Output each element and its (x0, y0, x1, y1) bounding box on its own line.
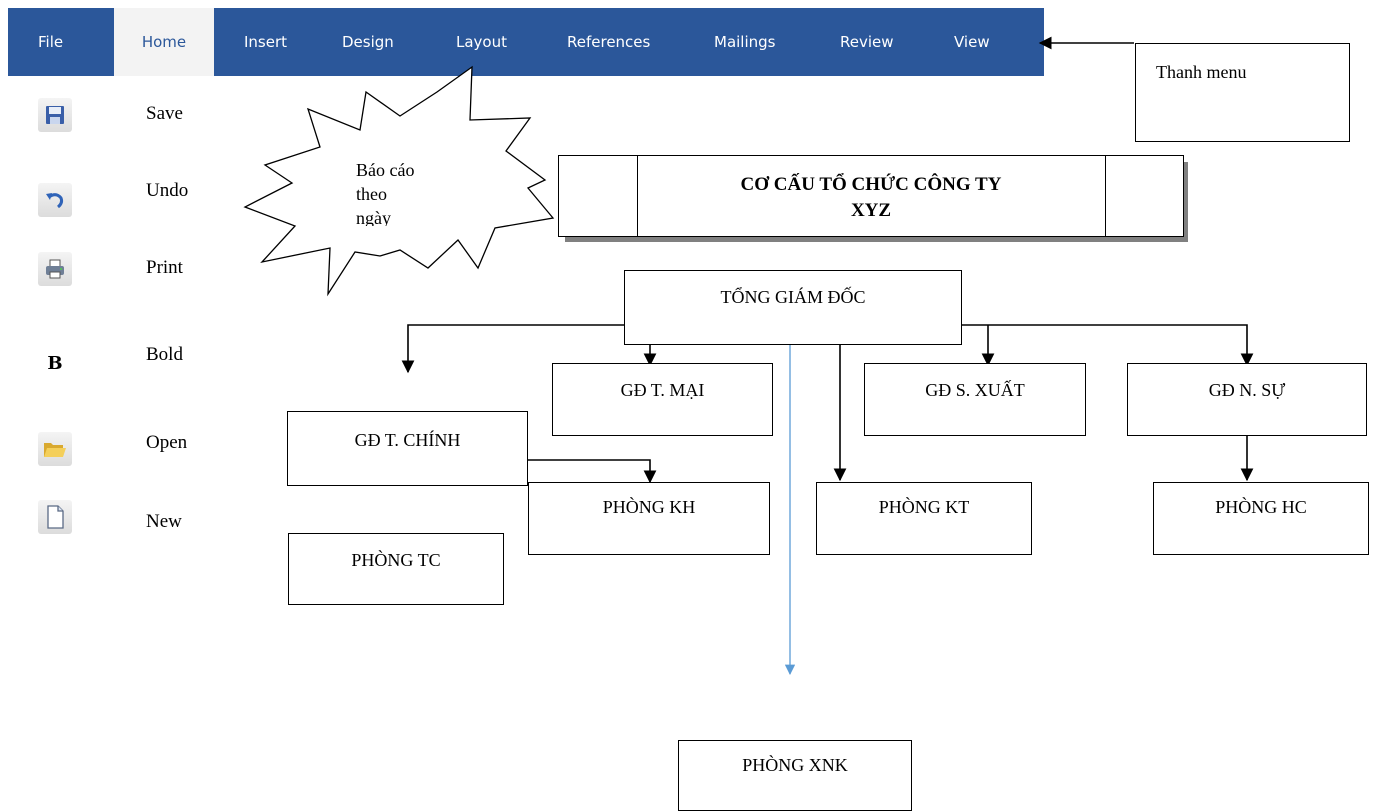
gd-tmai-box: GĐ T. MẠI (552, 363, 773, 436)
open-label: Open (146, 432, 188, 453)
gd-nsu-box: GĐ N. SỰ (1127, 363, 1367, 436)
bold-icon[interactable]: B (47, 352, 63, 374)
banner-title-line2: XYZ (850, 200, 892, 221)
menu-callout-label: Thanh menu (1156, 62, 1247, 82)
org-chart-title-banner: CƠ CẤU TỔ CHỨC CÔNG TY XYZ (558, 155, 1184, 237)
tab-home[interactable]: Home (114, 8, 214, 76)
undo-icon[interactable] (38, 183, 72, 217)
print-icon[interactable] (38, 252, 72, 286)
ceo-box: TỔNG GIÁM ĐỐC (624, 270, 962, 345)
tab-view[interactable]: View (954, 33, 990, 51)
tab-layout[interactable]: Layout (456, 33, 507, 51)
tab-mailings[interactable]: Mailings (714, 33, 776, 51)
save-icon[interactable] (38, 98, 72, 132)
print-label: Print (146, 257, 183, 278)
starburst-text: Báo cáo theo ngày (356, 160, 415, 226)
phong-kh-box: PHÒNG KH (528, 482, 770, 555)
menu-callout-box: Thanh menu (1135, 43, 1350, 142)
banner-title-line1: CƠ CẤU TỔ CHỨC CÔNG TY (740, 174, 1002, 195)
ribbon-menu-bar: File Home Insert Design Layout Reference… (8, 8, 1044, 76)
starburst-shape (243, 65, 555, 297)
phong-kt-box: PHÒNG KT (816, 482, 1032, 555)
phong-hc-box: PHÒNG HC (1153, 482, 1369, 555)
open-folder-icon[interactable] (38, 432, 72, 466)
save-label: Save (146, 103, 183, 124)
tab-review[interactable]: Review (840, 33, 894, 51)
tab-file[interactable]: File (38, 33, 64, 51)
gd-tchinh-box: GĐ T. CHÍNH (287, 411, 528, 486)
tab-design[interactable]: Design (342, 33, 394, 51)
bold-label: Bold (146, 344, 183, 365)
new-document-icon[interactable] (38, 500, 72, 534)
tab-insert[interactable]: Insert (244, 33, 288, 51)
phong-xnk-box: PHÒNG XNK (678, 740, 912, 811)
tab-references[interactable]: References (567, 33, 651, 51)
new-label: New (146, 511, 182, 532)
phong-tc-box: PHÒNG TC (288, 533, 504, 605)
undo-label: Undo (146, 180, 189, 201)
gd-sxuat-box: GĐ S. XUẤT (864, 363, 1086, 436)
